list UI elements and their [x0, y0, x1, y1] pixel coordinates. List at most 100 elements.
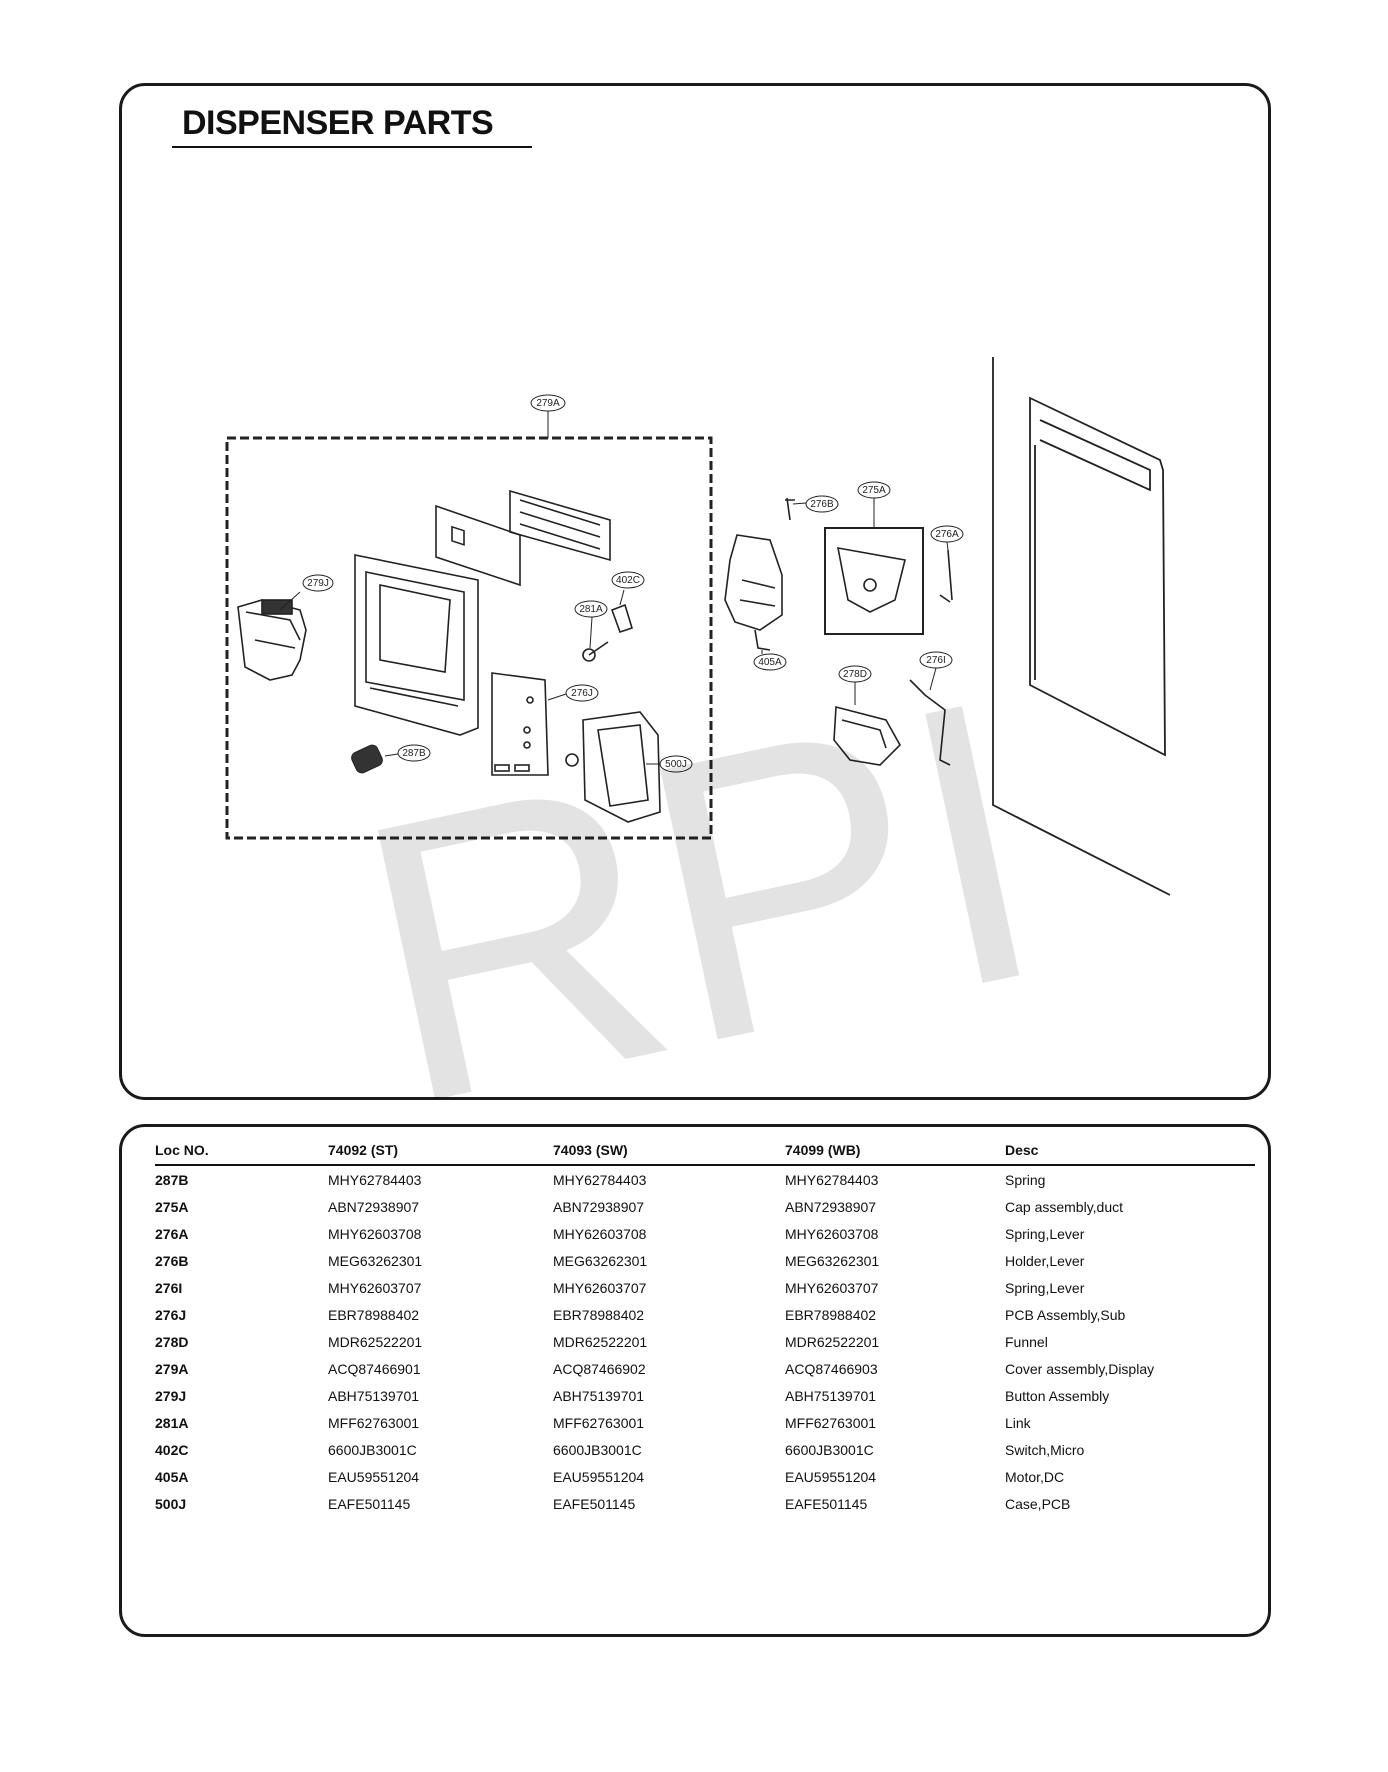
cell-loc: 279J [155, 1387, 187, 1404]
callout-281a: 281A [574, 600, 608, 618]
cell-part-sw: MHY62603707 [553, 1279, 647, 1296]
cell-loc: 276I [155, 1279, 183, 1296]
cell-desc: Cover assembly,Display [1005, 1360, 1155, 1377]
cell-part-st: ABN72938907 [328, 1198, 420, 1215]
part-405a-motor [724, 534, 783, 651]
cell-loc: 276B [155, 1252, 189, 1269]
cell-part-sw: ABH75139701 [553, 1387, 645, 1404]
diagram-panel: DISPENSER PARTS [119, 83, 1271, 1100]
cell-loc: 279A [155, 1360, 189, 1377]
svg-text:278D: 278D [843, 669, 867, 680]
cell-part-sw: MHY62784403 [553, 1171, 647, 1188]
cell-part-st: ABH75139701 [328, 1387, 420, 1404]
cell-part-st: MDR62522201 [328, 1333, 423, 1350]
header-desc: Desc [1005, 1137, 1255, 1166]
cell-desc: Holder,Lever [1005, 1252, 1085, 1269]
cell-part-st: ACQ87466901 [328, 1360, 421, 1377]
part-402c-switch [610, 603, 633, 634]
callout-405a: 405A [753, 653, 787, 671]
callout-276i: 276I [919, 651, 953, 669]
cell-part-wb: 6600JB3001C [785, 1441, 874, 1458]
cell-desc: Button Assembly [1005, 1387, 1110, 1404]
cell-part-wb: MEG63262301 [785, 1252, 880, 1269]
cell-part-sw: ACQ87466902 [553, 1360, 646, 1377]
cell-part-sw: EAU59551204 [553, 1468, 645, 1485]
table-row: 278D MDR62522201 MDR62522201 MDR62522201… [155, 1328, 1255, 1355]
svg-text:287B: 287B [402, 748, 426, 759]
cell-desc: Spring,Lever [1005, 1225, 1085, 1242]
table-row: 279J ABH75139701 ABH75139701 ABH75139701… [155, 1382, 1255, 1409]
cell-part-sw: MDR62522201 [553, 1333, 648, 1350]
svg-text:281A: 281A [579, 604, 603, 615]
callout-276j: 276J [565, 684, 599, 702]
cell-part-wb: EAFE501145 [785, 1495, 868, 1512]
cell-part-st: EAU59551204 [328, 1468, 420, 1485]
cell-loc: 275A [155, 1198, 189, 1215]
cell-part-wb: ABN72938907 [785, 1198, 877, 1215]
cell-loc: 405A [155, 1468, 189, 1485]
cell-part-sw: EBR78988402 [553, 1306, 645, 1323]
table-row: 405A EAU59551204 EAU59551204 EAU59551204… [155, 1463, 1255, 1490]
cell-part-st: MHY62603708 [328, 1225, 422, 1242]
part-display-pcb [435, 489, 611, 587]
parts-table-panel: Loc NO. 74092 (ST) 74093 (SW) 74099 (WB)… [119, 1124, 1271, 1637]
callout-279a: 279A [530, 394, 566, 412]
header-74099-wb: 74099 (WB) [785, 1137, 1005, 1166]
svg-text:500J: 500J [665, 759, 687, 770]
callout-275a: 275A [857, 481, 891, 499]
cell-part-sw: MHY62603708 [553, 1225, 647, 1242]
cell-part-wb: MHY62603707 [785, 1279, 879, 1296]
cell-part-wb: EAU59551204 [785, 1468, 877, 1485]
cell-desc: Spring [1005, 1171, 1046, 1188]
svg-text:279J: 279J [307, 578, 329, 589]
part-276i-spring [909, 679, 951, 766]
part-275a-cap-duct [836, 547, 906, 613]
cell-part-sw: EAFE501145 [553, 1495, 636, 1512]
header-74093-sw: 74093 (SW) [553, 1137, 785, 1166]
cell-part-st: MHY62603707 [328, 1279, 422, 1296]
svg-text:402C: 402C [616, 575, 640, 586]
callout-labels: 279A 276B 275A 276A 279J 402C 281A 405A … [302, 394, 964, 773]
svg-text:276I: 276I [926, 655, 945, 666]
parts-table: Loc NO. 74092 (ST) 74093 (SW) 74099 (WB)… [155, 1137, 1255, 1517]
cell-part-st: MFF62763001 [328, 1414, 420, 1431]
table-row: 281A MFF62763001 MFF62763001 MFF62763001… [155, 1409, 1255, 1436]
svg-text:276A: 276A [935, 529, 959, 540]
table-row: 402C 6600JB3001C 6600JB3001C 6600JB3001C… [155, 1436, 1255, 1463]
table-row: 276B MEG63262301 MEG63262301 MEG63262301… [155, 1247, 1255, 1274]
part-276a-spring [939, 549, 953, 603]
header-74092-st: 74092 (ST) [328, 1137, 553, 1166]
table-row: 500J EAFE501145 EAFE501145 EAFE501145 Ca… [155, 1490, 1255, 1517]
assembly-box-279a [225, 436, 713, 840]
callout-500j: 500J [659, 755, 693, 773]
part-display-cover [354, 554, 479, 736]
callout-279j: 279J [302, 574, 334, 592]
table-row: 276A MHY62603708 MHY62603708 MHY62603708… [155, 1220, 1255, 1247]
table-row: 276I MHY62603707 MHY62603707 MHY62603707… [155, 1274, 1255, 1301]
cell-loc: 287B [155, 1171, 189, 1188]
cell-part-st: MEG63262301 [328, 1252, 423, 1269]
header-loc-no: Loc NO. [155, 1137, 328, 1166]
table-row: 275A ABN72938907 ABN72938907 ABN72938907… [155, 1193, 1255, 1220]
part-276b-holder [785, 497, 795, 521]
cell-part-sw: ABN72938907 [553, 1198, 645, 1215]
cell-part-st: 6600JB3001C [328, 1441, 417, 1458]
table-row: 279A ACQ87466901 ACQ87466902 ACQ87466903… [155, 1355, 1255, 1382]
svg-text:275A: 275A [862, 485, 886, 496]
part-500j-case [565, 711, 661, 823]
title-underline [172, 146, 532, 148]
part-279j-button-assembly [237, 599, 307, 681]
refrigerator-door-outline [992, 357, 1171, 896]
page-title: DISPENSER PARTS [182, 104, 494, 142]
cell-loc: 500J [155, 1495, 187, 1512]
cell-part-wb: MDR62522201 [785, 1333, 880, 1350]
svg-text:276J: 276J [571, 688, 593, 699]
cell-part-sw: 6600JB3001C [553, 1441, 642, 1458]
cell-desc: Spring,Lever [1005, 1279, 1085, 1296]
cell-desc: Motor,DC [1005, 1468, 1065, 1485]
cell-loc: 276A [155, 1225, 189, 1242]
cell-loc: 278D [155, 1333, 189, 1350]
svg-text:276B: 276B [810, 499, 834, 510]
cell-part-wb: MHY62603708 [785, 1225, 879, 1242]
